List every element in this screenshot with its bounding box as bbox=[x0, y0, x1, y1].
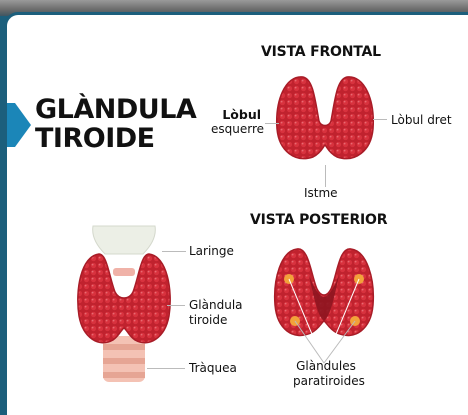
larynx-pointer-line bbox=[162, 251, 186, 252]
frontal-view-heading: VISTA FRONTAL bbox=[261, 45, 381, 60]
frontal-thyroid-illustration bbox=[265, 71, 385, 171]
title-marker-bar bbox=[7, 103, 15, 147]
title-line-1: GLÀNDULA bbox=[35, 95, 205, 124]
right-lobe-label: Lòbul dret bbox=[391, 113, 452, 128]
title-line-2: TIROIDE bbox=[35, 124, 205, 153]
left-lobe-label-line-2: esquerre bbox=[211, 122, 261, 137]
title-marker-arrow bbox=[15, 103, 31, 147]
larynx-label: Laringe bbox=[189, 244, 234, 259]
trachea-pointer-line bbox=[147, 368, 185, 369]
parathyroid-label-line-2: paratiroides bbox=[293, 374, 359, 389]
parathyroid-label-line-1: Glàndules bbox=[293, 359, 359, 374]
posterior-view-heading: VISTA POSTERIOR bbox=[250, 213, 387, 228]
left-lobe-label: Lòbul esquerre bbox=[211, 107, 261, 137]
infographic-card: GLÀNDULA TIROIDE VISTA FRONTAL Lòbul esq… bbox=[4, 12, 468, 415]
thyroid-gland-label-line-2: tiroide bbox=[189, 313, 243, 328]
right-lobe-pointer-line bbox=[373, 119, 387, 120]
thyroid-gland-label-line-1: Glàndula bbox=[189, 298, 243, 313]
thyroid-pointer-line bbox=[167, 305, 185, 306]
page-title: GLÀNDULA TIROIDE bbox=[35, 95, 205, 153]
thyroid-larynx-trachea-illustration bbox=[69, 220, 179, 390]
left-lobe-pointer-line bbox=[265, 123, 279, 124]
left-lobe-label-line-1: Lòbul bbox=[211, 107, 261, 122]
trachea-label: Tràquea bbox=[189, 361, 237, 376]
isthmus-label: Istme bbox=[304, 186, 338, 201]
posterior-thyroid-illustration bbox=[269, 245, 379, 345]
isthmus-pointer-line bbox=[325, 165, 326, 187]
thyroid-gland-label: Glàndula tiroide bbox=[189, 298, 243, 328]
parathyroid-label: Glàndules paratiroides bbox=[293, 359, 359, 389]
